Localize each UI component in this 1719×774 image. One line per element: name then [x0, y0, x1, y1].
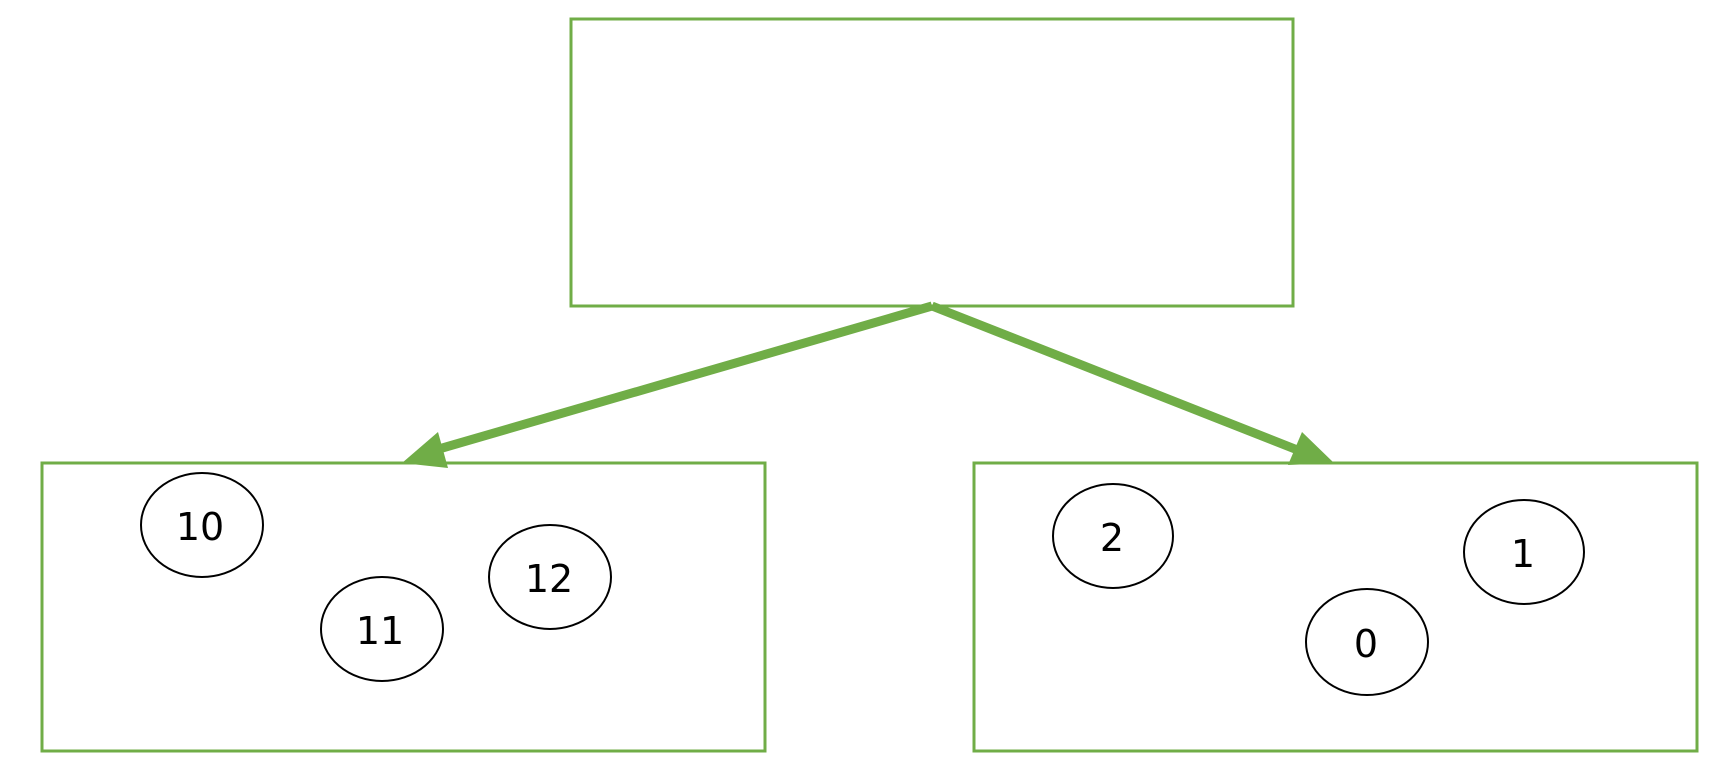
right-node-1: 2: [1052, 483, 1174, 589]
parent-box: [569, 17, 1295, 308]
arrow-to-left-child: [402, 301, 934, 468]
node-label: 0: [1354, 622, 1378, 666]
node-label: 2: [1100, 516, 1124, 560]
arrow-left-shaft: [430, 301, 934, 456]
node-ellipse: [140, 472, 264, 578]
arrow-to-right-child: [930, 301, 1334, 465]
arrow-left-head: [402, 432, 448, 468]
left-node-3: 12: [488, 524, 612, 630]
node-ellipse: [1463, 499, 1585, 605]
right-node-2: 1: [1463, 499, 1585, 605]
node-ellipse: [1305, 588, 1429, 696]
node-label: 1: [1511, 532, 1535, 576]
node-ellipse: [488, 524, 612, 630]
arrow-right-head: [1288, 432, 1334, 465]
node-ellipse: [1052, 483, 1174, 589]
node-label: 12: [525, 557, 573, 601]
node-label: 11: [356, 609, 404, 653]
left-node-2: 11: [320, 576, 444, 682]
arrow-right-shaft: [930, 301, 1302, 456]
left-node-1: 10: [140, 472, 264, 578]
right-node-3: 0: [1305, 588, 1429, 696]
node-ellipse: [320, 576, 444, 682]
node-label: 10: [176, 505, 224, 549]
